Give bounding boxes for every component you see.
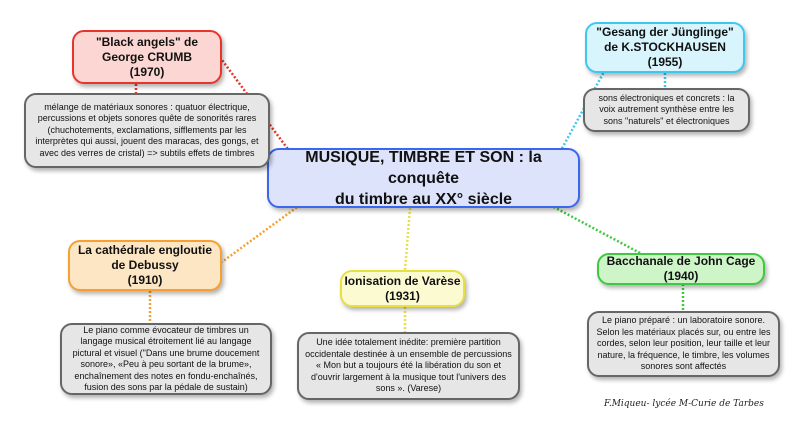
topic-year: (1955) xyxy=(647,55,683,69)
topic-year: (1940) xyxy=(663,269,699,283)
topic-title: "Gesang der Jünglinge" xyxy=(596,25,734,39)
topic-title: Bacchanale de John Cage xyxy=(606,254,756,268)
topic-cage[interactable]: Bacchanale de John Cage (1940) xyxy=(597,253,765,285)
topic-title: La cathédrale engloutie xyxy=(77,243,213,257)
topic-title: "Black angels" de xyxy=(95,34,199,49)
topic-debussy[interactable]: La cathédrale engloutie de Debussy (1910… xyxy=(68,240,222,291)
central-title-line2: du timbre au XX° siècle xyxy=(334,190,513,208)
author-signature: F.Miqueu- lycée M-Curie de Tarbes xyxy=(604,399,764,409)
topic-composer: George CRUMB xyxy=(101,49,192,64)
topic-varese[interactable]: Ionisation de Varèse (1931) xyxy=(340,270,465,307)
topic-year: (1910) xyxy=(127,273,163,287)
description-cage: Le piano préparé : un laboratoire sonore… xyxy=(587,311,780,377)
description-text: sons électroniques et concrets : la voix… xyxy=(598,92,735,126)
description-black-angels: mélange de matériaux sonores : quatuor é… xyxy=(24,93,270,168)
description-debussy: Le piano comme évocateur de timbres un l… xyxy=(60,323,272,395)
central-topic[interactable]: MUSIQUE, TIMBRE ET SON : la conquête du … xyxy=(267,148,580,208)
topic-year: (1931) xyxy=(385,288,420,303)
topic-composer: de K.STOCKHAUSEN xyxy=(604,40,726,54)
topic-title: Ionisation de Varèse xyxy=(344,273,461,288)
topic-black-angels[interactable]: "Black angels" de George CRUMB (1970) xyxy=(72,30,222,84)
description-varese: Une idée totalement inédite: première pa… xyxy=(297,332,520,400)
topic-stockhausen[interactable]: "Gesang der Jünglinge" de K.STOCKHAUSEN … xyxy=(585,22,745,73)
description-text: Le piano préparé : un laboratoire sonore… xyxy=(596,315,771,372)
description-text: Le piano comme évocateur de timbres un l… xyxy=(72,324,260,393)
description-stockhausen: sons électroniques et concrets : la voix… xyxy=(583,88,750,132)
central-title-line1: MUSIQUE, TIMBRE ET SON : la conquête xyxy=(305,148,542,187)
topic-year: (1970) xyxy=(129,64,165,79)
description-text: Une idée totalement inédite: première pa… xyxy=(305,337,512,394)
topic-composer: de Debussy xyxy=(111,258,179,272)
description-text: mélange de matériaux sonores : quatuor é… xyxy=(35,101,259,158)
